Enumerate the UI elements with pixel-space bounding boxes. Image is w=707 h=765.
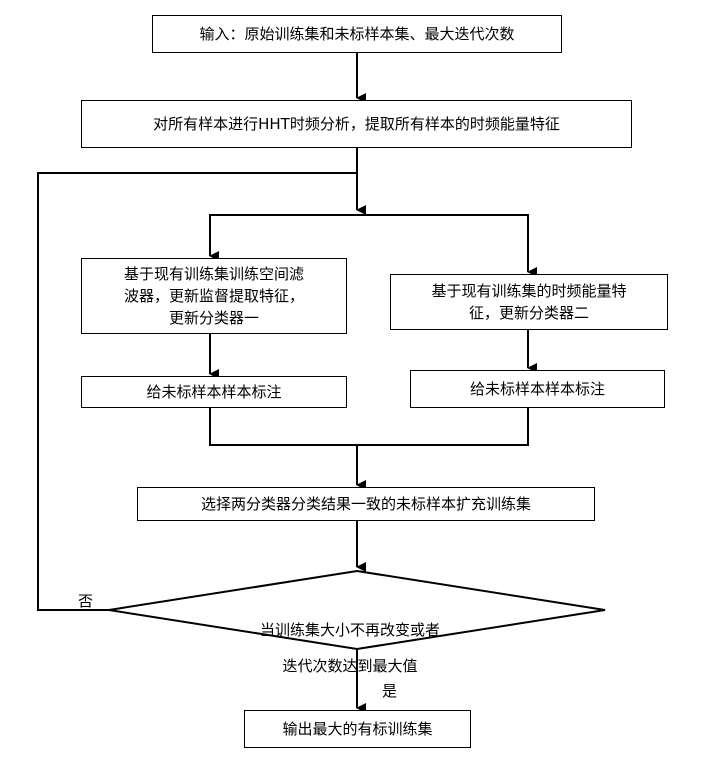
label-right-box: 给未标样本样本标注 [410, 370, 665, 408]
hht-text: 对所有样本进行HHT时频分析，提取所有样本的时频能量特征 [153, 115, 560, 133]
select-box: 选择两分类器分类结果一致的未标样本扩充训练集 [137, 487, 595, 521]
yes-label: 是 [382, 682, 398, 700]
branch-right-text: 基于现有训练集的时频能量特 征，更新分类器二 [431, 282, 627, 322]
output-text: 输出最大的有标训练集 [282, 720, 433, 738]
branch-left-text: 基于现有训练集训练空间滤 波器，更新监督提取特征， 更新分类器一 [123, 265, 304, 327]
label-right-text: 给未标样本样本标注 [469, 380, 605, 398]
input-box: 输入：原始训练集和未标样本集、最大迭代次数 [152, 15, 562, 53]
label-left-box: 给未标样本样本标注 [81, 376, 347, 408]
decision-text: 当训练集大小不再改变或者 迭代次数达到最大值 [259, 621, 440, 675]
hht-box: 对所有样本进行HHT时频分析，提取所有样本的时频能量特征 [81, 100, 632, 148]
input-text: 输入：原始训练集和未标样本集、最大迭代次数 [199, 25, 515, 43]
loop-back-line [37, 172, 357, 611]
no-label: 否 [78, 592, 94, 610]
merge-line [209, 408, 529, 446]
branch-left-box: 基于现有训练集训练空间滤 波器，更新监督提取特征， 更新分类器一 [81, 258, 347, 334]
label-left-text: 给未标样本样本标注 [146, 383, 282, 401]
select-text: 选择两分类器分类结果一致的未标样本扩充训练集 [200, 495, 531, 513]
output-box: 输出最大的有标训练集 [244, 710, 471, 748]
branch-right-box: 基于现有训练集的时频能量特 征，更新分类器二 [390, 274, 668, 330]
